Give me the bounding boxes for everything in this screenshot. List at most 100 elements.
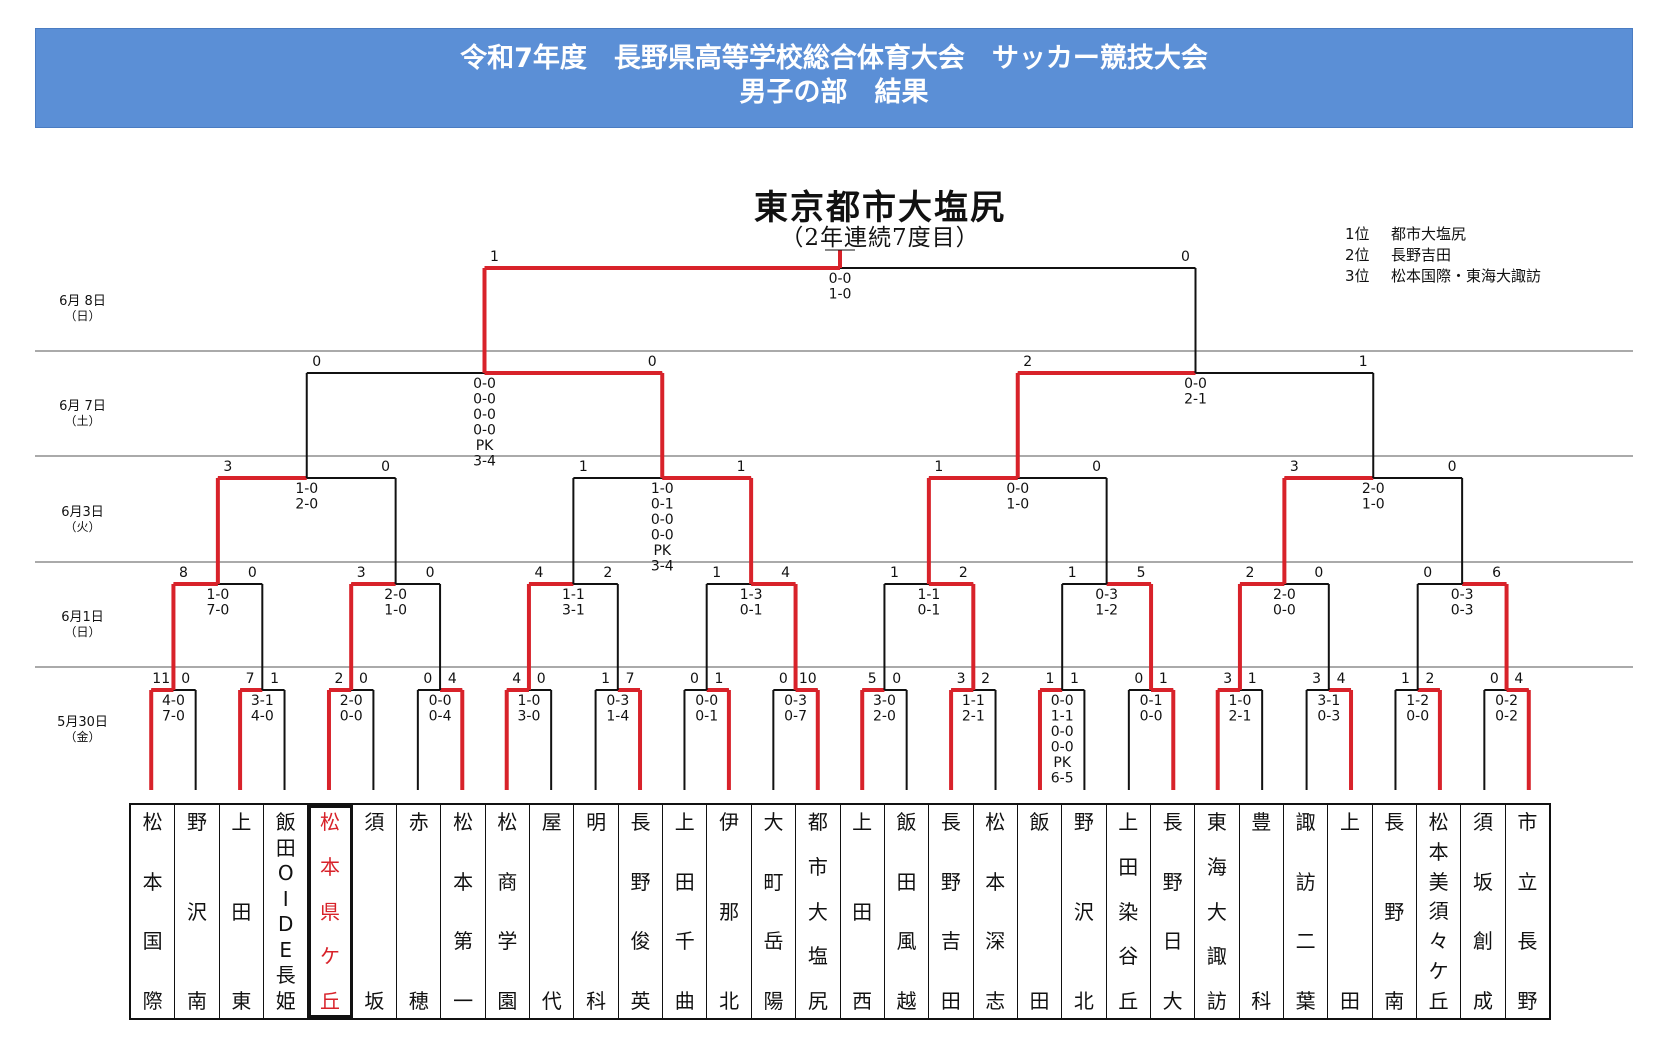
team-name-char: E bbox=[279, 937, 293, 962]
score-right: 0 bbox=[537, 671, 546, 687]
score-right: 0 bbox=[1314, 565, 1323, 581]
team-name-cell: 都市大塩尻 bbox=[796, 805, 841, 1018]
team-name-char: 丘 bbox=[1428, 988, 1449, 1013]
half-score: 7-0 bbox=[162, 709, 185, 725]
team-name-char: 代 bbox=[541, 989, 562, 1013]
team-name-cell: 東海大諏訪 bbox=[1195, 805, 1240, 1018]
rank-team: 松本国際・東海大諏訪 bbox=[1391, 267, 1542, 285]
half-score: 3-4 bbox=[473, 454, 496, 470]
team-name-char: 田 bbox=[1118, 854, 1139, 879]
half-score: 1-0 bbox=[384, 603, 407, 619]
half-score: PK bbox=[1053, 755, 1071, 771]
half-score: 0-0 bbox=[1140, 709, 1163, 725]
team-name-char: 千 bbox=[674, 929, 695, 954]
rank-position: 3位 bbox=[1345, 267, 1370, 285]
round-date: 6月 8日 bbox=[59, 294, 106, 309]
team-name-char: 松 bbox=[142, 810, 163, 834]
score-right: 0 bbox=[648, 354, 657, 370]
team-name-char: 松 bbox=[320, 810, 341, 834]
team-name-char: 飯 bbox=[896, 810, 917, 834]
half-score: 0-3 bbox=[1451, 603, 1474, 619]
team-name-char: 商 bbox=[497, 869, 518, 894]
team-name-char: 訪 bbox=[1295, 869, 1316, 894]
team-name-char: D bbox=[278, 912, 294, 937]
score-right: 1 bbox=[1070, 671, 1079, 687]
team-name-char: 美 bbox=[1428, 869, 1449, 894]
team-name-char: 上 bbox=[852, 810, 873, 834]
champion-name: 東京都市大塩尻 bbox=[754, 188, 1006, 228]
half-score: 2-0 bbox=[384, 587, 407, 603]
half-score: 0-0 bbox=[1051, 724, 1074, 740]
half-score: 1-1 bbox=[917, 587, 940, 603]
team-name-char: 野 bbox=[1162, 869, 1183, 894]
team-name-char: 染 bbox=[1118, 899, 1139, 924]
team-name-char: I bbox=[282, 886, 289, 911]
team-name-char: 成 bbox=[1472, 988, 1493, 1013]
team-name-char: 那 bbox=[719, 899, 740, 924]
round-date: 6月 7日 bbox=[59, 399, 106, 414]
score-left: 1 bbox=[890, 565, 899, 581]
score-left: 4 bbox=[512, 671, 521, 687]
half-score: 0-0 bbox=[473, 423, 496, 439]
team-name-cell: 大町岳陽 bbox=[752, 805, 797, 1018]
team-name-cell: 松商学園 bbox=[486, 805, 531, 1018]
half-score: 0-1 bbox=[695, 709, 718, 725]
half-score: 4-0 bbox=[251, 709, 274, 725]
score-left: 3 bbox=[957, 671, 966, 687]
team-name-char: 志 bbox=[985, 988, 1006, 1013]
team-name-char: 長 bbox=[1517, 929, 1538, 954]
team-name-char: 町 bbox=[763, 869, 784, 894]
team-name-char: 日 bbox=[1162, 929, 1183, 954]
team-name-char: 穂 bbox=[408, 989, 429, 1013]
team-name-char: 田 bbox=[231, 899, 252, 924]
team-name-char: 南 bbox=[1384, 989, 1405, 1013]
team-name-char: 大 bbox=[1162, 988, 1183, 1013]
score-right: 10 bbox=[799, 671, 817, 687]
team-name-cell: 長野日大 bbox=[1151, 805, 1196, 1018]
half-score: 0-4 bbox=[429, 709, 452, 725]
round-weekday: （日） bbox=[64, 625, 101, 639]
score-left: 1 bbox=[1068, 565, 1077, 581]
half-score: 1-1 bbox=[962, 693, 985, 709]
team-name-char: 都 bbox=[807, 810, 828, 834]
team-name-char: 長 bbox=[630, 810, 651, 834]
half-score: 0-7 bbox=[784, 709, 807, 725]
half-score: 0-0 bbox=[1184, 376, 1207, 392]
ranking-row: 2位長野吉田 bbox=[1345, 245, 1541, 266]
half-score: 2-0 bbox=[1362, 481, 1385, 497]
score-right: 0 bbox=[381, 459, 390, 475]
team-name-char: 松 bbox=[497, 810, 518, 834]
round-weekday: （金） bbox=[64, 730, 101, 744]
team-name-char: 野 bbox=[630, 869, 651, 894]
half-score: 1-0 bbox=[651, 481, 674, 497]
half-score: 0-0 bbox=[829, 271, 852, 287]
score-right: 2 bbox=[959, 565, 968, 581]
half-score: 1-0 bbox=[518, 693, 541, 709]
team-name-char: 俊 bbox=[630, 929, 651, 954]
team-name-char: 伊 bbox=[719, 810, 740, 834]
half-score: 0-0 bbox=[1006, 481, 1029, 497]
team-name-char: 田 bbox=[1029, 989, 1050, 1013]
round-weekday: （日） bbox=[64, 309, 101, 323]
team-name-char: 長 bbox=[1162, 810, 1183, 834]
team-name-cell: 長野南 bbox=[1373, 805, 1417, 1018]
score-left: 1 bbox=[712, 565, 721, 581]
team-name-char: 葉 bbox=[1295, 988, 1316, 1013]
half-score: 0-1 bbox=[651, 497, 674, 513]
score-left: 1 bbox=[601, 671, 610, 687]
team-name-cell: 松本深志 bbox=[974, 805, 1018, 1018]
team-name-char: 岳 bbox=[763, 929, 784, 954]
score-right: 0 bbox=[248, 565, 257, 581]
team-name-char: 東 bbox=[231, 989, 252, 1013]
team-name-char: 本 bbox=[1428, 839, 1449, 864]
team-name-char: 野 bbox=[1384, 899, 1405, 924]
team-name-cell: 豊科 bbox=[1240, 805, 1284, 1018]
team-name-char: 野 bbox=[187, 810, 208, 834]
team-name-char: 赤 bbox=[408, 810, 429, 834]
round-date: 6月3日 bbox=[61, 505, 104, 520]
team-name-char: 諏 bbox=[1295, 810, 1316, 834]
score-right: 1 bbox=[737, 459, 746, 475]
team-name-cell: 伊那北 bbox=[707, 805, 752, 1018]
team-name-char: 国 bbox=[142, 929, 163, 954]
